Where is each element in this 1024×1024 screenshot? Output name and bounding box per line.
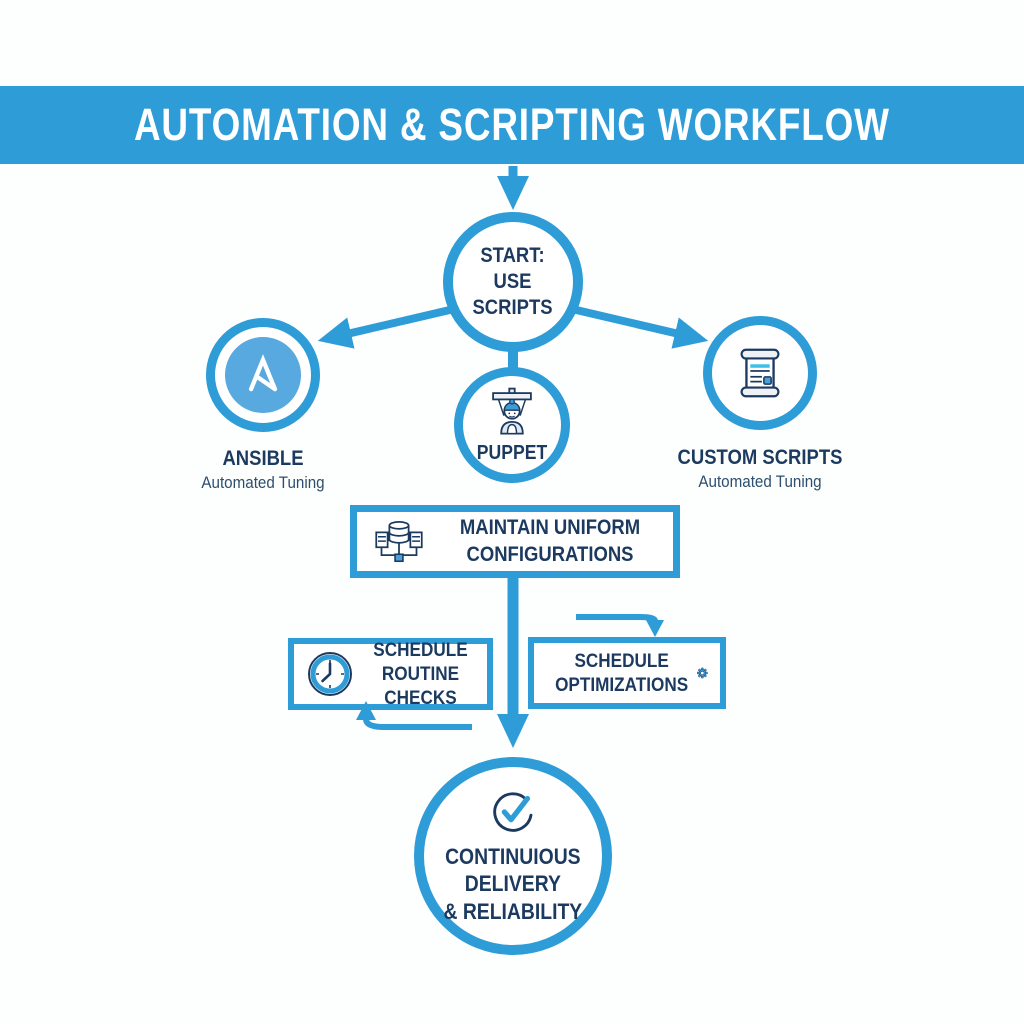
flow-node-puppet: PUPPET [454, 367, 570, 483]
custom-scripts-caption: CUSTOM SCRIPTS Automated Tuning [650, 445, 870, 492]
flow-box-optimizations: SCHEDULE OPTIMIZATIONS [528, 637, 726, 709]
arrow-loop-to-optimizations [576, 614, 664, 637]
end-label: CONTINUIOUS DELIVERY & RELIABILITY [443, 844, 583, 924]
start-label: START: USE SCRIPTS [472, 243, 554, 320]
optimizations-label: SCHEDULE OPTIMIZATIONS [555, 649, 689, 696]
ansible-logo-icon [248, 354, 278, 392]
ansible-label: ANSIBLE [222, 447, 304, 470]
server-stack-icon [375, 520, 423, 562]
flow-box-routine-checks: SCHEDULE ROUTINE CHECKS [288, 638, 493, 710]
custom-scripts-label: CUSTOM SCRIPTS [677, 446, 843, 469]
flow-node-end: CONTINUIOUS DELIVERY & RELIABILITY [414, 757, 612, 955]
flow-node-ansible [206, 318, 320, 432]
flow-box-maintain-configs: MAINTAIN UNIFORM CONFIGURATIONS [350, 505, 680, 578]
flow-node-start: START: USE SCRIPTS [443, 212, 583, 352]
arrow-start-to-custom-scripts [571, 305, 709, 349]
ansible-sublabel: Automated Tuning [201, 474, 325, 493]
ansible-caption: ANSIBLE Automated Tuning [163, 446, 363, 493]
maintain-configs-label: MAINTAIN UNIFORM CONFIGURATIONS [459, 516, 641, 566]
header-banner: AUTOMATION & SCRIPTING WORKFLOW [0, 86, 1024, 164]
scroll-document-icon [740, 348, 780, 398]
arrow-start-to-ansible [317, 305, 455, 349]
puppet-label: PUPPET [476, 441, 548, 464]
gear-icon [697, 667, 708, 679]
routine-checks-label: SCHEDULE ROUTINE CHECKS [373, 638, 468, 710]
ansible-logo-badge [225, 337, 301, 413]
check-circle-icon [493, 792, 533, 832]
flow-node-custom-scripts [703, 316, 817, 430]
page-title: AUTOMATION & SCRIPTING WORKFLOW [134, 99, 890, 150]
clock-icon [308, 652, 352, 696]
custom-scripts-sublabel: Automated Tuning [698, 473, 822, 492]
puppet-marionette-icon [492, 387, 532, 435]
